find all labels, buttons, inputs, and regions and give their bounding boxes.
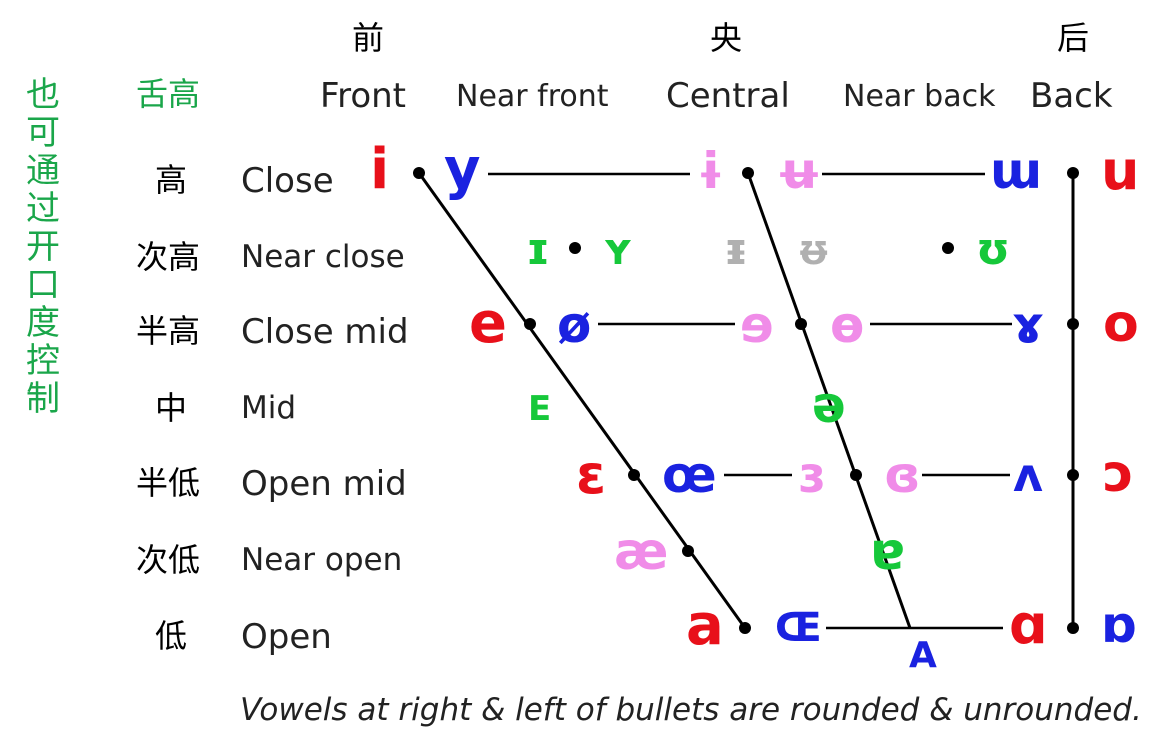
vowel-oe: œ [662,446,717,504]
bullet [682,545,694,557]
vowel-y: y [444,137,481,202]
vowel-i-bar: ɨ [697,142,725,200]
vowel-small-cap-y: ʏ [602,224,634,275]
vowel-turned-script-a: ɒ [1101,596,1137,654]
vowel-cap-a: A [909,635,937,676]
row-en-close-mid: Close mid [241,312,409,352]
row-en-open-mid: Open mid [241,464,407,504]
vowel-o: o [1103,294,1139,354]
row-zh-mid: 中 [155,389,188,427]
vowel-u: u [1101,139,1140,202]
bullet [742,167,754,179]
footnote: Vowels at right & left of bullets are ro… [240,692,1142,728]
bullet [628,469,640,481]
vowel-ram-horn: ɤ [1012,296,1044,354]
vowel-epsilon: ɛ [576,443,607,506]
col-en-near-front: Near front [456,79,609,114]
bullet [1067,622,1079,634]
vowel-rev-epsilon: ɜ [798,446,826,504]
row-en-mid: Mid [241,390,297,426]
vowel-script-a: ɑ [1009,593,1048,656]
bullet [795,318,807,330]
row-en-near-open: Near open [241,542,403,578]
col-en-central: Central [666,76,790,116]
row-zh-near-open: 次低 [136,541,201,579]
bullet [739,622,751,634]
bullet [413,167,425,179]
row-zh-near-close: 次高 [136,238,201,276]
vowel-barred-o: ɵ [830,296,865,354]
vowel-reversed-e: ɘ [740,296,774,354]
vowel-e: e [469,291,507,356]
bullet [569,242,581,254]
bullet [1067,318,1079,330]
vowel-cap-oe: Œ [775,605,822,651]
vowel-mid-e: E [528,389,552,429]
vowel-turned-m: ɯ [990,142,1043,200]
col-en-front: Front [320,76,406,116]
front-edge-line [417,172,747,629]
bullet [942,242,954,254]
vowel-upsilon: ʊ [976,224,1010,275]
vowel-barred-upsilon: ᵿ [800,224,828,275]
vowel-ash: æ [614,522,669,582]
vowel-turned-v: ʌ [1013,448,1043,502]
vowel-i: i [370,137,390,202]
col-en-back: Back [1030,76,1113,116]
col-zh-central: 央 [710,19,743,57]
row-zh-open-mid: 半低 [136,464,201,502]
row-en-close: Close [241,161,334,201]
bullet [850,469,862,481]
row-en-open: Open [241,617,332,657]
row-zh-close-mid: 半高 [136,312,201,350]
col-en-near-back: Near back [843,79,996,114]
vowel-u-bar: ʉ [776,142,823,200]
row-zh-open: 低 [155,617,188,655]
bullet [1067,167,1079,179]
vowel-a: a [686,593,724,658]
vowel-schwa: ə [812,376,846,434]
vowel-open-o: ɔ [1103,444,1134,504]
col-zh-back: 后 [1057,19,1090,57]
vowel-barred-small-i: ᵻ [724,224,748,275]
vowel-small-cap-i: ɪ [526,224,550,275]
vowel-turned-a: ɐ [870,522,906,582]
central-edge-line [746,172,912,629]
col-zh-front: 前 [352,19,385,57]
bullet [524,318,536,330]
row-zh-close: 高 [155,161,188,199]
vowel-o-slash: ø [557,296,592,354]
row-en-near-close: Near close [241,239,405,275]
side-note-vertical: 也可通过开口度控制 [26,75,60,419]
row-header-zh: 舌高 [136,75,201,113]
vowel-closed-rev-epsilon: ɞ [884,446,921,504]
bullet [1067,469,1079,481]
